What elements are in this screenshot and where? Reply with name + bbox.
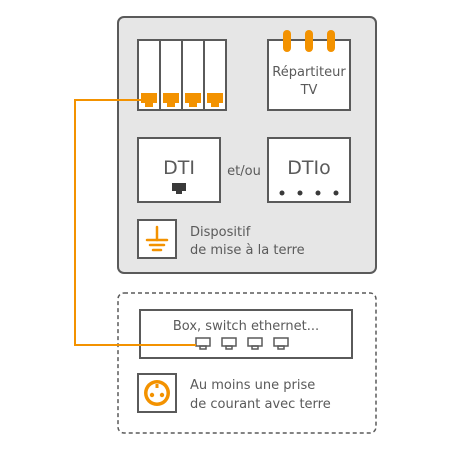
fiber-port-icon: [333, 190, 339, 196]
earth-ground-icon: [145, 225, 169, 252]
coax-connector-icon: [327, 30, 335, 52]
fiber-port-icon: [297, 190, 303, 196]
rj45-port-icon: [141, 93, 157, 107]
box-switch: Box, switch ethernet...: [139, 309, 353, 359]
outlet-label-line2: de courant avec terre: [190, 397, 331, 412]
coax-connector-icon: [283, 30, 291, 52]
repartiteur-tv: Répartiteur TV: [267, 30, 351, 111]
rj45-port-icon: [273, 337, 289, 350]
rj45-port-icon: [195, 337, 211, 350]
rj45-port-icon: [172, 183, 186, 194]
ethernet-cable: [74, 99, 196, 346]
et-ou-label: et/ou: [227, 164, 261, 179]
ground-device: Dispositif de mise à la terre: [137, 219, 305, 259]
power-socket-icon: [144, 380, 170, 406]
power-outlet: Au moins une prise de courant avec terre: [137, 373, 331, 413]
fiber-port-icon: [279, 190, 285, 196]
fiber-port-icon: [315, 190, 321, 196]
patch-panel: [137, 39, 227, 111]
dtio-label: DTIo: [287, 157, 330, 179]
ground-label-line1: Dispositif: [190, 225, 251, 240]
dti-box: DTI: [137, 137, 221, 203]
rj45-port-icon: [163, 93, 179, 107]
rj45-port-icon: [247, 337, 263, 350]
rj45-port-icon: [207, 93, 223, 107]
rj45-port-icon: [185, 93, 201, 107]
dti-label: DTI: [163, 157, 195, 179]
repartiteur-label-line1: Répartiteur: [272, 65, 346, 80]
outlet-label-line1: Au moins une prise: [190, 378, 315, 393]
ground-label-line2: de mise à la terre: [190, 243, 305, 258]
dtio-box: DTIo: [267, 137, 351, 203]
box-label: Box, switch ethernet...: [173, 319, 319, 334]
rj45-port-icon: [221, 337, 237, 350]
coax-connector-icon: [305, 30, 313, 52]
repartiteur-label-line2: TV: [300, 83, 318, 98]
